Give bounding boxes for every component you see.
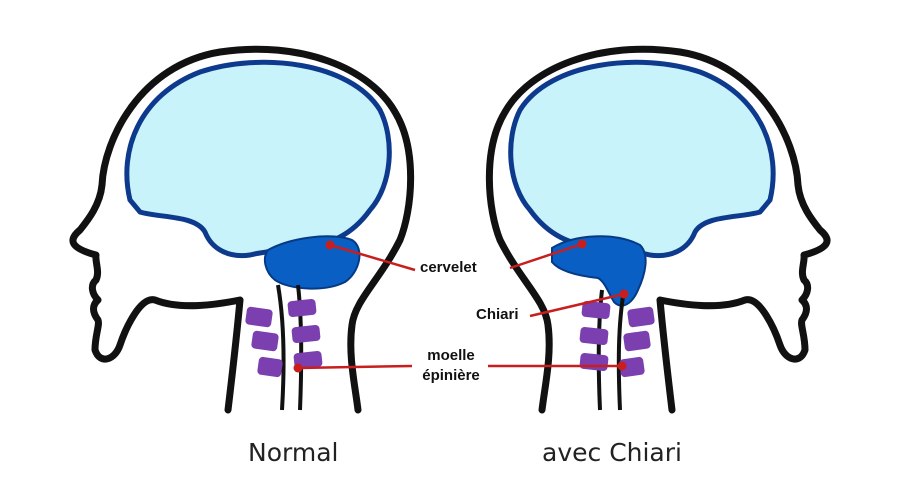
head-chiari — [485, 45, 831, 414]
pointer-cervelet-right — [509, 242, 583, 270]
pointer-chiari — [529, 292, 625, 318]
spinal-cord-normal-left — [276, 284, 286, 411]
spinal-cord-chiari-left — [596, 289, 604, 411]
label-cervelet: cervelet — [420, 259, 477, 276]
cerebellum-normal — [263, 235, 361, 290]
head-outline-chiari — [485, 45, 831, 414]
pointer-dots — [293, 239, 629, 373]
head-normal — [69, 45, 415, 414]
label-moelle-line2: épinière — [422, 367, 480, 384]
dot-cervelet-left — [325, 240, 335, 250]
dot-moelle-left — [293, 363, 303, 373]
vertebrae-normal — [245, 298, 323, 378]
dot-cervelet-right — [577, 239, 587, 249]
pointer-moelle-left — [297, 364, 413, 370]
pointer-cervelet-left — [329, 243, 416, 272]
brain-chiari — [508, 59, 776, 259]
vertebrae-chiari — [579, 300, 655, 378]
cerebellum-chiari — [551, 235, 647, 307]
dot-moelle-right — [617, 361, 627, 371]
label-chiari: Chiari — [476, 306, 519, 323]
head-outline-normal — [69, 45, 415, 414]
pointers — [297, 242, 625, 370]
label-moelle-line1: moelle — [427, 347, 475, 364]
brain-normal — [124, 59, 392, 259]
dot-chiari — [619, 289, 629, 299]
label-moelle-epiniere: moelle épinière — [412, 346, 490, 386]
spinal-cord-chiari-right — [616, 289, 626, 411]
caption-normal: Normal — [248, 438, 339, 467]
caption-chiari: avec Chiari — [542, 438, 682, 467]
